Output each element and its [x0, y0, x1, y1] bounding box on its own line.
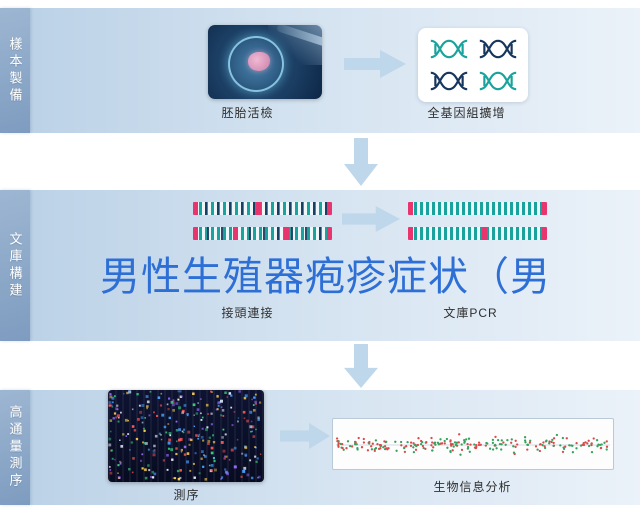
- row-label-sample-preparation: 樣本製備: [0, 8, 30, 133]
- library-pcr-graphic: [408, 202, 547, 252]
- row-high-throughput-sequencing: 高通量測序 測序 生物信息分析: [0, 390, 640, 505]
- arrow-right-icon: [344, 50, 406, 78]
- arrow-down-icon: [344, 138, 378, 186]
- inner-cell-mass-graphic: [248, 52, 270, 71]
- dna-helix-icon: [430, 39, 467, 59]
- row-label-text: 高通量測序: [7, 405, 23, 490]
- bioinformatics-plot: [332, 418, 614, 470]
- watermark-text: 男性生殖器疱疹症状（男: [100, 255, 551, 299]
- dna-helix-icon: [479, 71, 516, 91]
- embryo-cell-graphic: [228, 36, 284, 92]
- arrow-right-icon: [280, 423, 330, 449]
- arrow-down-icon: [344, 344, 378, 388]
- caption-bioinformatics-analysis: 生物信息分析: [433, 480, 512, 494]
- dna-fragment-bar: [193, 202, 332, 215]
- row-label-sequencing: 高通量測序: [0, 390, 30, 505]
- dna-fragment-bar: [193, 227, 332, 240]
- caption-whole-genome-amplification: 全基因組擴增: [427, 106, 506, 120]
- caption-sequencing: 測序: [173, 488, 200, 502]
- embryo-biopsy-image: [208, 25, 322, 99]
- caption-library-pcr: 文庫PCR: [443, 306, 498, 320]
- dna-fragment-bar: [408, 227, 547, 240]
- dna-fragment-bar: [408, 202, 547, 215]
- arrow-right-icon: [342, 206, 400, 232]
- sequencing-flowcell-image: [108, 390, 264, 482]
- whole-genome-amplification-image: [418, 28, 528, 102]
- dna-helix-icon: [430, 71, 467, 91]
- dna-helix-icon: [479, 39, 516, 59]
- row-label-text: 樣本製備: [7, 36, 23, 105]
- row-library-construction: 文庫構建 接頭連接 文庫PCR: [0, 190, 640, 341]
- scatter-points-graphic: [335, 433, 610, 456]
- caption-embryo-biopsy: 胚胎活檢: [221, 106, 274, 120]
- caption-adapter-ligation: 接頭連接: [221, 306, 274, 320]
- sequencing-dots-graphic: [108, 390, 262, 481]
- row-label-library-construction: 文庫構建: [0, 190, 30, 341]
- row-sample-preparation: 樣本製備 胚胎活檢: [0, 8, 640, 133]
- row-label-text: 文庫構建: [7, 231, 23, 300]
- adapter-ligation-graphic: [193, 202, 332, 252]
